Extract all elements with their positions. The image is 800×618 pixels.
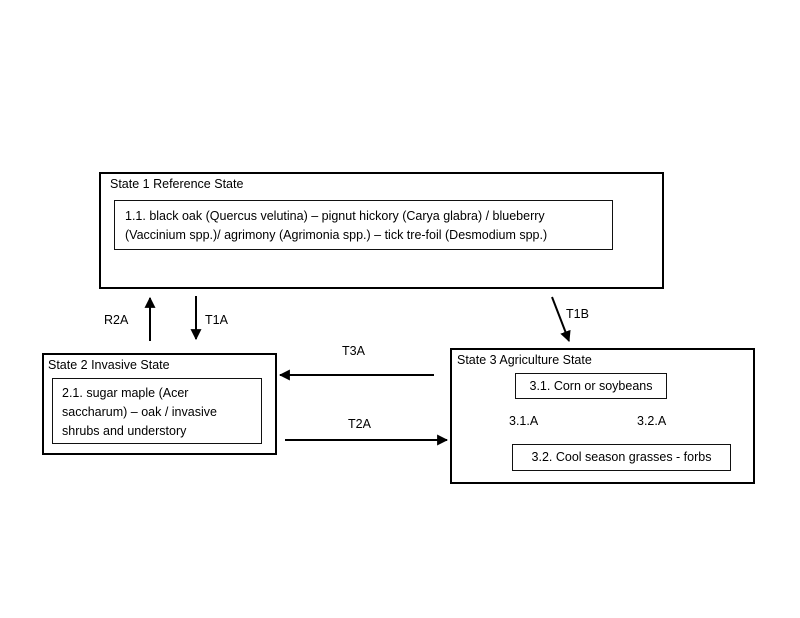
phase-box-3-1[interactable]: 3.1. Corn or soybeans: [515, 373, 667, 399]
phase-box-1-1[interactable]: 1.1. black oak (Quercus velutina) – pign…: [114, 200, 613, 250]
transition-label-3-2-a: 3.2.A: [637, 414, 667, 428]
phase-box-3-2[interactable]: 3.2. Cool season grasses - forbs: [512, 444, 731, 471]
transition-label-t3a: T3A: [342, 344, 365, 358]
phase-box-2-1[interactable]: 2.1. sugar maple (Acer saccharum) – oak …: [52, 378, 262, 444]
transition-label-r2a: R2A: [104, 313, 129, 327]
state-2-title: State 2 Invasive State: [48, 358, 170, 372]
transition-label-3-1-a: 3.1.A: [509, 414, 539, 428]
state-1-title: State 1 Reference State: [110, 177, 244, 191]
transition-label-t1a: T1A: [205, 313, 228, 327]
state-3-title: State 3 Agriculture State: [457, 353, 592, 367]
transition-label-t1b: T1B: [566, 307, 589, 321]
transition-label-t2a: T2A: [348, 417, 371, 431]
